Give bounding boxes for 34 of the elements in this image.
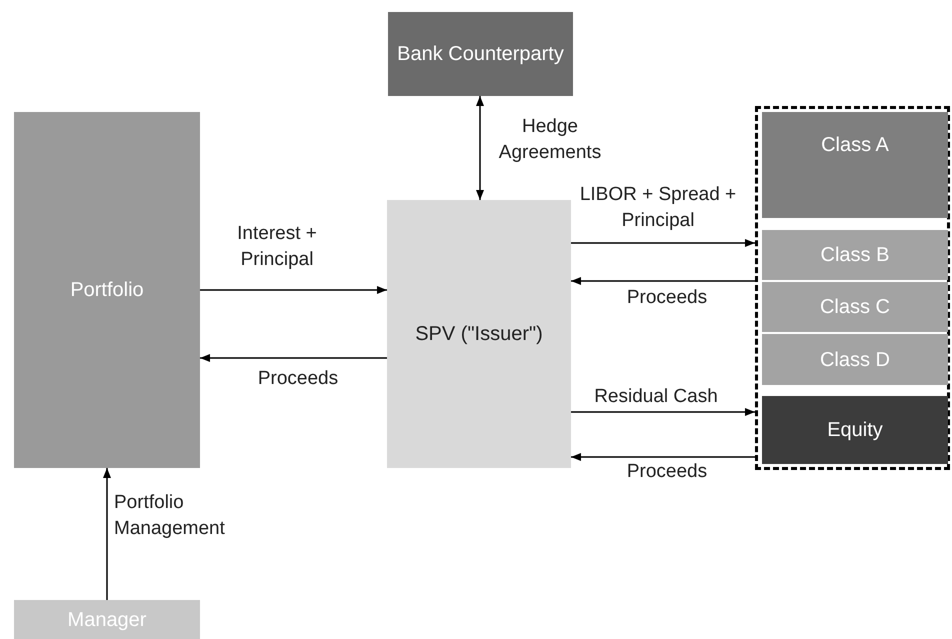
arrow	[571, 408, 755, 416]
edge-label: Interest + Principal	[236, 222, 318, 272]
arrow	[571, 239, 755, 247]
tranche-box	[762, 282, 948, 332]
process-box	[14, 600, 200, 639]
edge-label: Proceeds	[626, 460, 708, 484]
edge-label: Residual Cash	[593, 385, 719, 409]
node-label: Equity	[826, 418, 884, 443]
equity-box	[762, 396, 948, 464]
tranche-box	[762, 230, 948, 280]
arrow	[200, 354, 387, 362]
arrow	[200, 286, 387, 294]
process-box	[14, 112, 200, 468]
edge-label: Proceeds	[626, 286, 708, 310]
node-label: SPV ("Issuer")	[414, 322, 544, 347]
node-label: Class D	[818, 348, 891, 372]
arrow	[571, 453, 755, 461]
tranche-group-box	[755, 106, 950, 470]
arrow	[571, 277, 755, 285]
edge-label: Hedge Agreements	[498, 115, 602, 165]
edge-label: Portfolio Management	[114, 491, 226, 541]
arrow	[476, 96, 484, 200]
process-box	[388, 12, 573, 96]
edge-label: Proceeds	[256, 367, 340, 391]
tranche-box	[762, 112, 948, 218]
node-label: Class A	[820, 133, 890, 158]
node-label: Class C	[818, 295, 891, 320]
node-label: Portfolio	[69, 278, 145, 303]
process-box	[387, 200, 571, 468]
node-label: Class B	[820, 243, 890, 268]
edge-label: LIBOR + Spread + Principal	[578, 183, 738, 233]
node-label: Bank Counterparty	[396, 42, 565, 67]
arrow	[103, 468, 111, 600]
tranche-box	[762, 334, 948, 385]
